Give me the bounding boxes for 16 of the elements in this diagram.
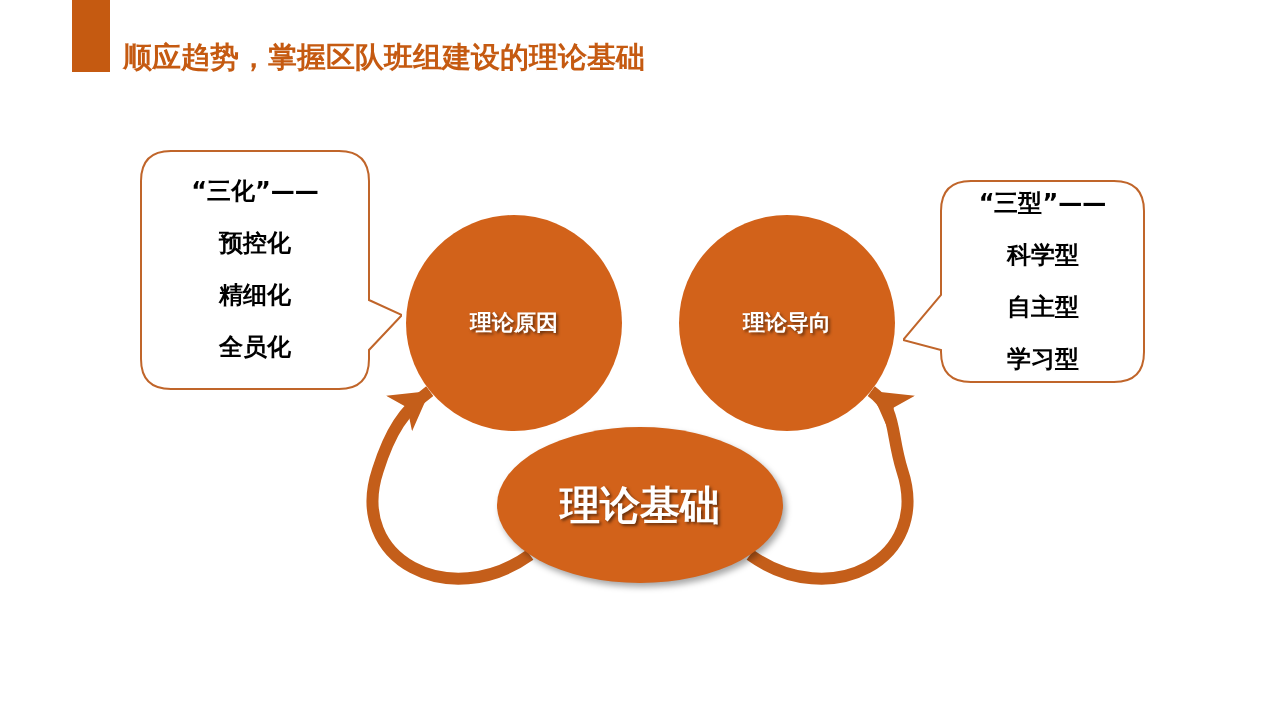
bubble-item: 科学型 [1005,239,1080,271]
circle: 理论导向 [679,215,895,431]
speech-bubble [903,180,1145,383]
bubble-item: 预控化 [217,228,292,259]
bubble-item: 自主型 [1005,291,1080,323]
speech-bubble [140,150,402,390]
slide-title: 顺应趋势，掌握区队班组建设的理论基础 [123,39,645,76]
bubble-item: 学习型 [1005,343,1080,375]
circle: 理论原因 [406,215,622,431]
bubble-item: 精细化 [217,280,292,311]
curved-arrow [367,386,533,585]
bubble-heading: “三化”—— [190,176,320,207]
bubble-item: 全员化 [218,332,292,363]
ellipse: 理论基础 [497,427,783,583]
bubble-heading: “三型”—— [977,187,1108,219]
curved-arrow [747,386,915,585]
